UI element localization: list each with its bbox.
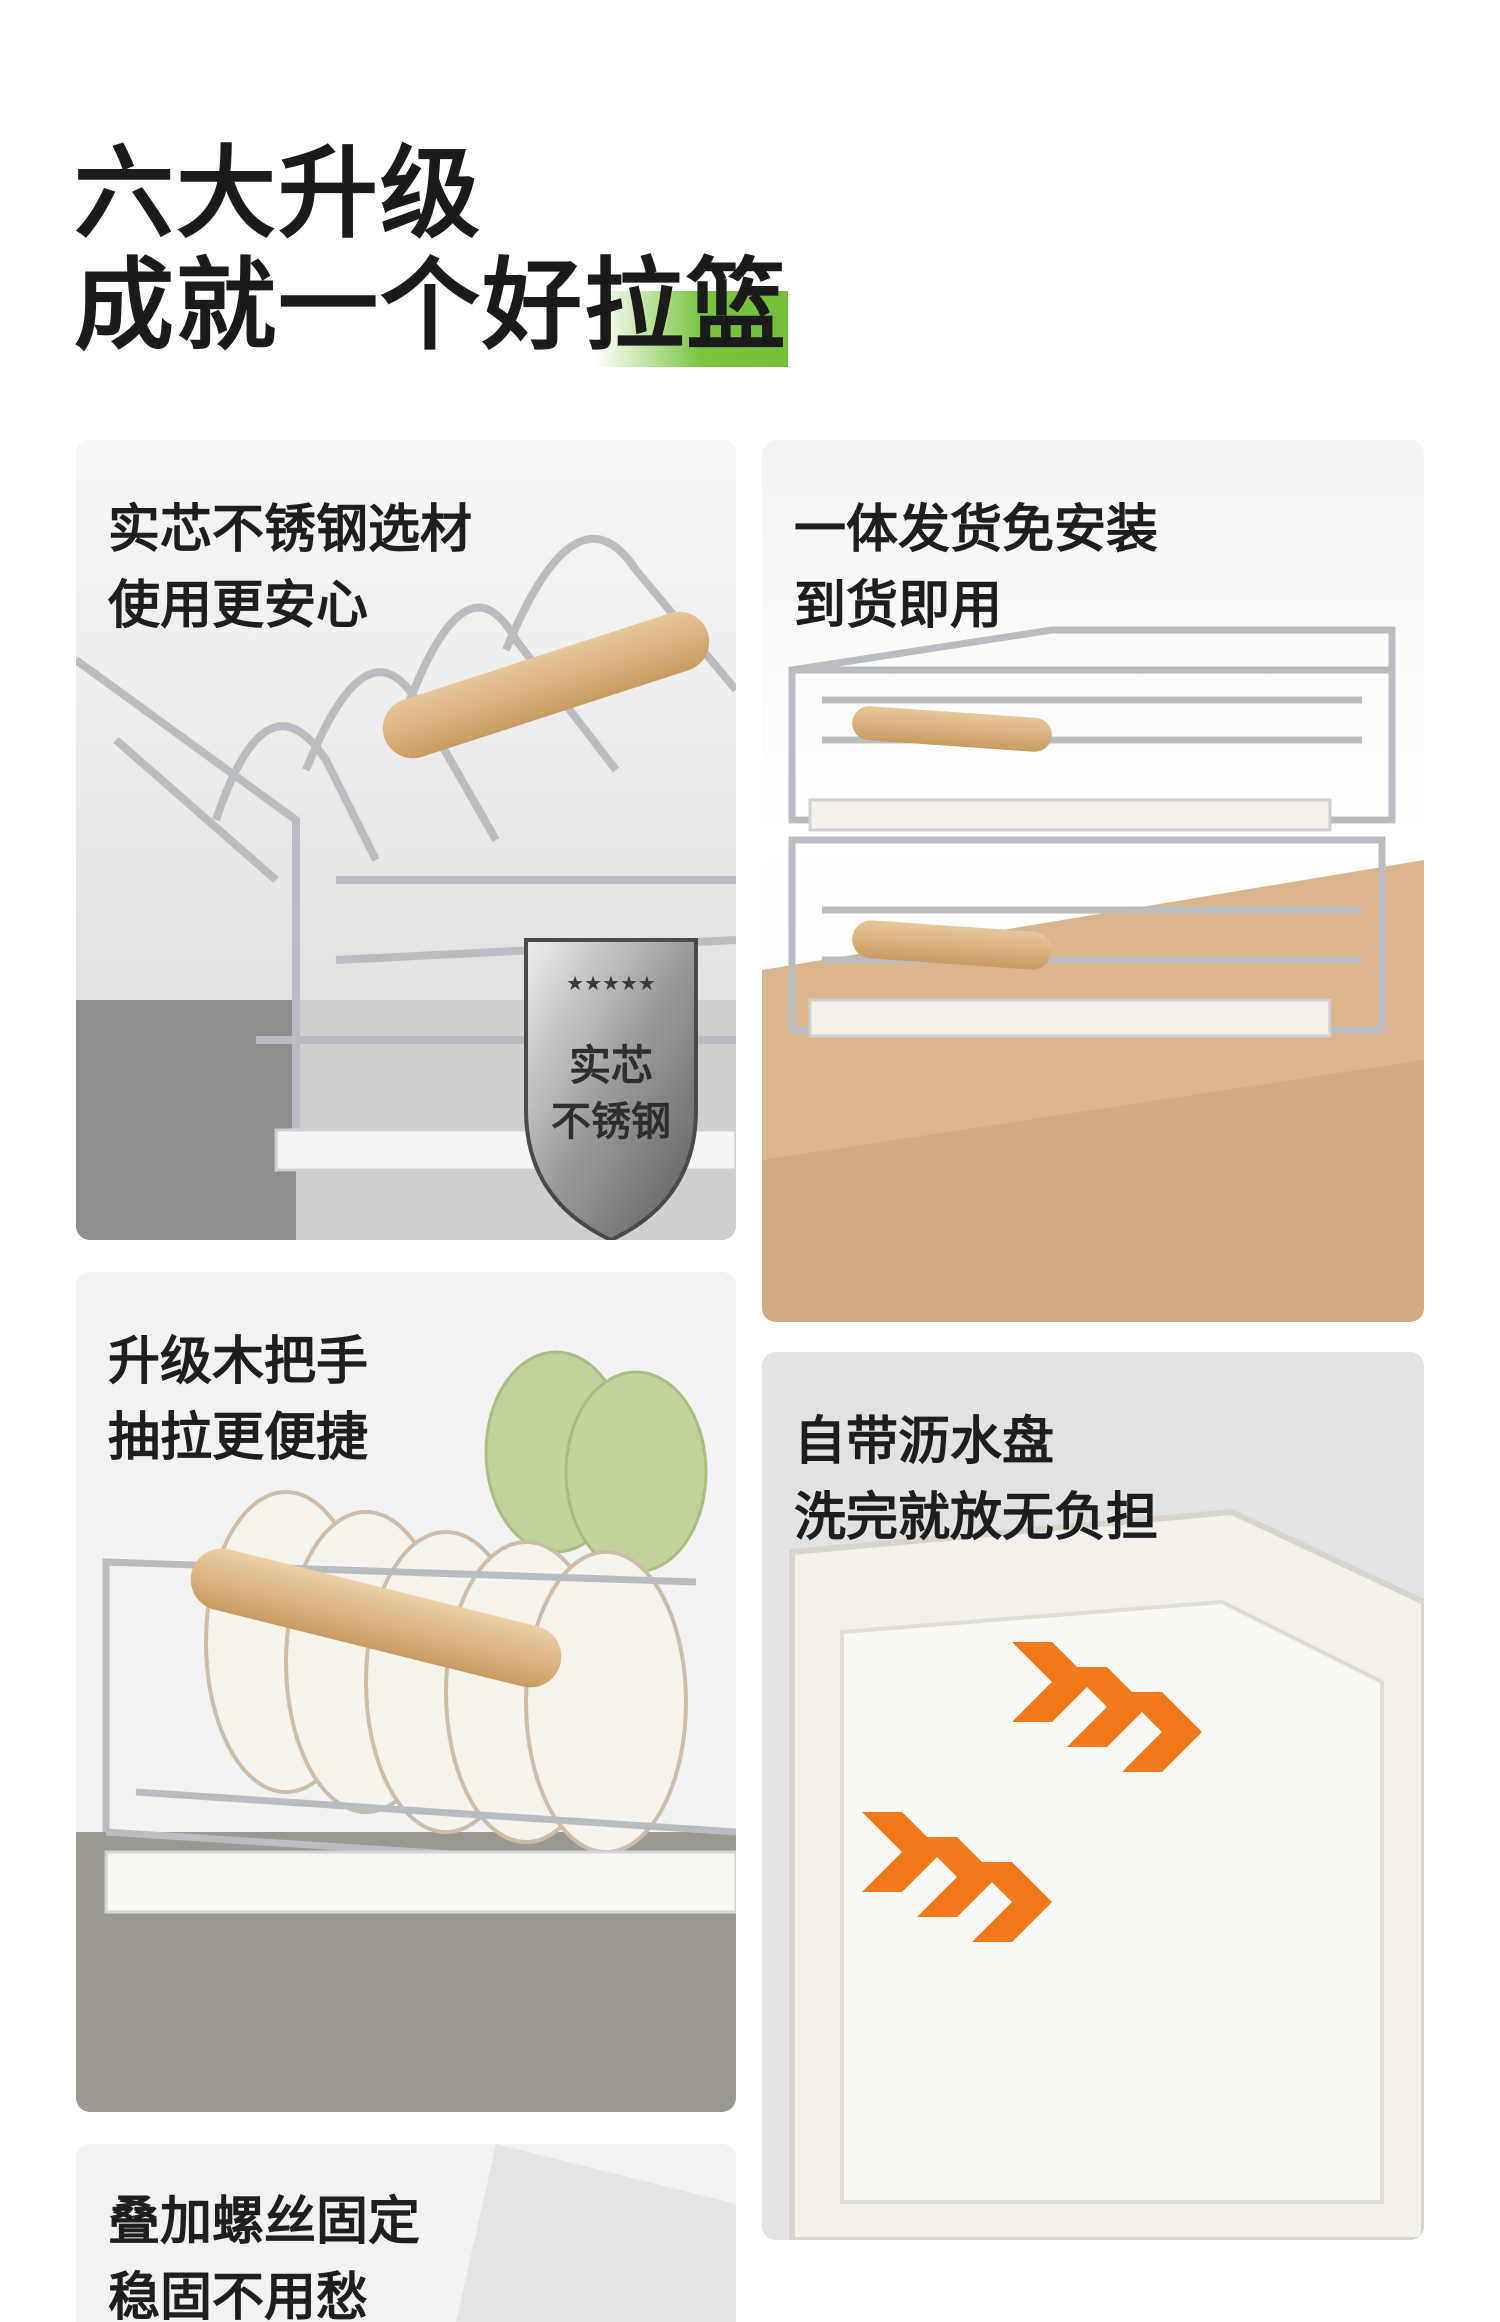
- drain-tray-illustration: [762, 1352, 1424, 2240]
- feature-title: 一体发货免安装: [794, 500, 1159, 560]
- feature-caption: 升级木把手 抽拉更便捷: [108, 1324, 368, 1476]
- feature-title: 升级木把手: [108, 1332, 369, 1392]
- feature-subtitle: 洗完就放无负担: [794, 1488, 1159, 1548]
- feature-card-screw-fixing: 叠加螺丝固定 稳固不用愁: [76, 2144, 736, 2322]
- bowl-rack-illustration: [76, 1272, 736, 2112]
- screw-illustration: [76, 2144, 736, 2322]
- badge-line-2: 不锈钢: [551, 1099, 671, 1145]
- feature-caption: 自带沥水盘 洗完就放无负担: [794, 1404, 1158, 1556]
- feature-subtitle: 使用更安心: [108, 576, 369, 636]
- headline-line-2: 成就一个好拉篮: [74, 247, 788, 364]
- headline-line-1: 六大升级: [74, 135, 482, 252]
- feature-title: 叠加螺丝固定: [108, 2192, 421, 2252]
- badge-stars: ★★★★★: [566, 971, 656, 995]
- feature-card-wood-handle: 升级木把手 抽拉更便捷: [76, 1272, 736, 2112]
- feature-card-stainless-steel: ★★★★★ 实芯 不锈钢 实芯不锈钢选材 使用更安心: [76, 440, 736, 1240]
- two-tier-rack-illustration: [762, 626, 1424, 1322]
- badge-line-1: 实芯: [569, 1041, 653, 1090]
- feature-subtitle: 稳固不用愁: [108, 2268, 369, 2322]
- feature-card-preassembled: 一体发货免安装 到货即用: [762, 440, 1424, 1322]
- stainless-badge: ★★★★★ 实芯 不锈钢: [524, 938, 698, 1240]
- feature-caption: 一体发货免安装 到货即用: [794, 492, 1158, 644]
- page-headline: 六大升级 成就一个好拉篮: [74, 138, 788, 362]
- feature-subtitle: 抽拉更便捷: [108, 1408, 369, 1468]
- feature-card-drain-tray: 自带沥水盘 洗完就放无负担: [762, 1352, 1424, 2240]
- feature-subtitle: 到货即用: [794, 576, 1003, 636]
- headline-highlight-bar: [596, 291, 788, 367]
- feature-caption: 叠加螺丝固定 稳固不用愁: [108, 2184, 420, 2322]
- feature-caption: 实芯不锈钢选材 使用更安心: [108, 492, 472, 644]
- flow-arrows: [862, 1642, 1202, 1942]
- steel-rack-illustration: ★★★★★ 实芯 不锈钢: [76, 440, 736, 1240]
- feature-title: 实芯不锈钢选材: [108, 500, 473, 560]
- feature-title: 自带沥水盘: [794, 1412, 1055, 1472]
